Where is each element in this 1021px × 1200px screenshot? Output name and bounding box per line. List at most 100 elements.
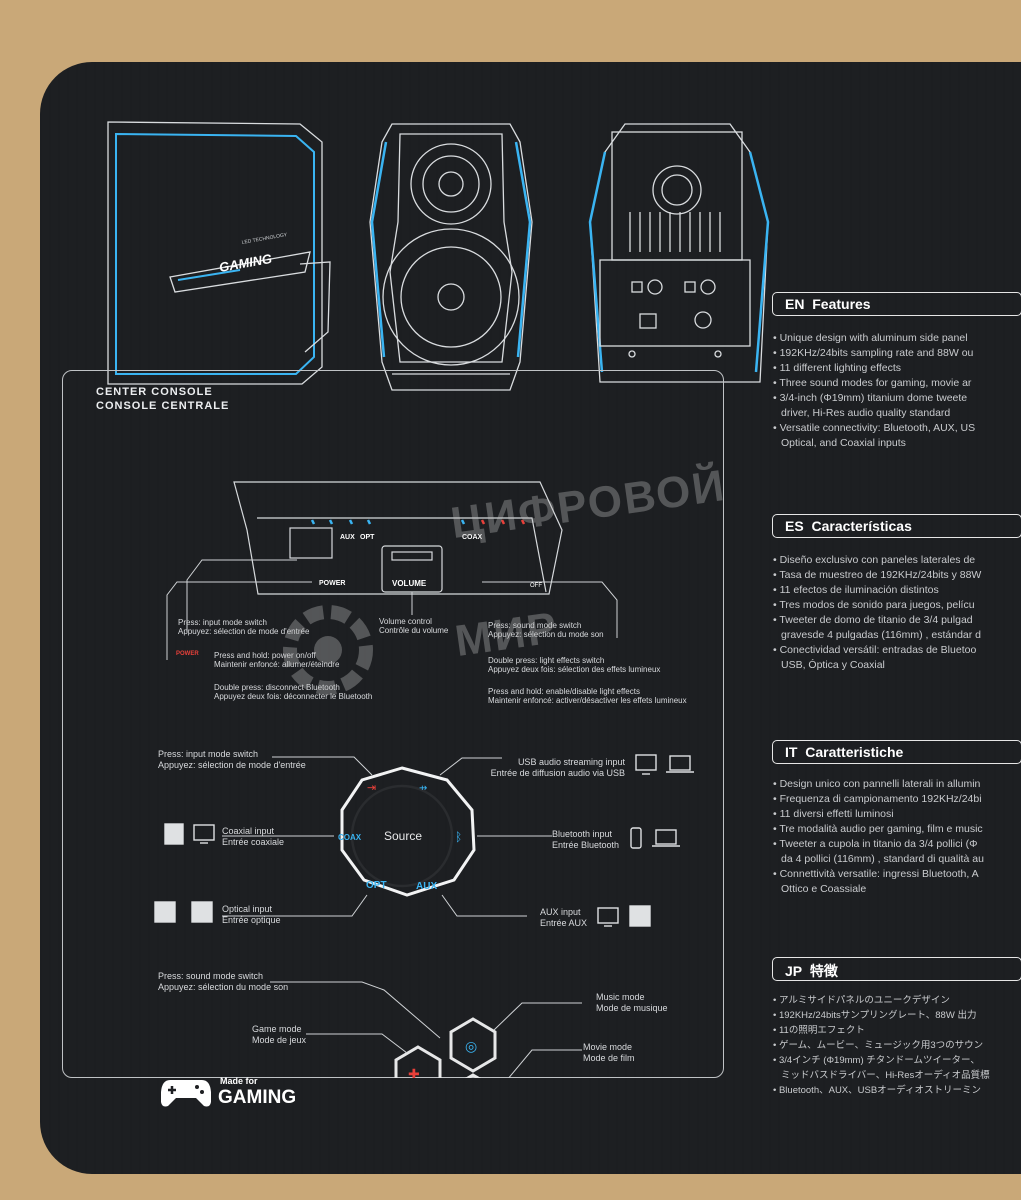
gear-watermark-icon [283, 605, 373, 695]
source-bluetooth-note: Bluetooth input Entrée Bluetooth [552, 829, 619, 851]
feature-item: • Conectividad versátil: entradas de Blu… [773, 644, 977, 656]
feature-item: • 11の照明エフェクト [773, 1025, 865, 1036]
note-volume-en: Volume control [379, 617, 432, 626]
note-sound-mode-en: Press: sound mode switch [488, 621, 582, 630]
note-power-en: Press and hold: power on/off [214, 651, 316, 660]
game-mode-icon: ✚ [408, 1067, 420, 1078]
source-aux-en: AUX input [540, 907, 581, 917]
source-usb-en: USB audio streaming input [517, 757, 625, 767]
mode-press-note: Press: sound mode switch Appuyez: sélect… [158, 971, 288, 993]
source-coaxial-fr: Entrée coaxiale [222, 837, 285, 847]
laptop-icon [655, 829, 677, 845]
console-aux-label: AUX [340, 534, 355, 541]
note-sound-mode-fr: Appuyez: sélection du mode son [488, 630, 604, 639]
console-box-icon [191, 901, 213, 923]
center-console-panel [62, 370, 724, 1078]
input-switch-icon: ⇥ [367, 781, 376, 794]
game-mode-en: Game mode [252, 1024, 302, 1034]
console-led-row [310, 519, 526, 525]
source-press-note: Press: input mode switch Appuyez: sélect… [158, 749, 306, 771]
feature-item: • 11 efectos de iluminación distintos [773, 584, 939, 596]
center-console-title-en: CENTER CONSOLE [96, 386, 213, 398]
speaker-side-view-icon [107, 121, 331, 385]
mode-press-fr: Appuyez: sélection du mode son [158, 982, 289, 992]
feature-item: • Three sound modes for gaming, movie ar [773, 377, 972, 389]
source-press-en: Press: input mode switch [158, 749, 259, 759]
movie-mode-fr: Mode de film [583, 1053, 635, 1063]
movie-mode-note: Movie mode Mode de film [583, 1042, 635, 1064]
note-light-toggle-en: Press and hold: enable/disable light eff… [488, 687, 640, 696]
features-it-heading: IT Caratteristiche [772, 740, 1021, 764]
source-opt-label: OPT [366, 880, 387, 891]
features-en-list: • Unique design with aluminum side panel… [773, 331, 1021, 451]
source-ring-icon [340, 766, 476, 897]
source-optical-en: Optical input [222, 904, 273, 914]
note-power-tag: POWER [176, 651, 199, 657]
tv-icon [193, 824, 215, 841]
feature-item: • 11 different lighting effects [773, 362, 902, 374]
monitor-icon [635, 754, 657, 771]
feature-item: • 192KHz/24bitsサンプリングレート、88W 出力 [773, 1010, 977, 1021]
note-sound-mode: Press: sound mode switch Appuyez: sélect… [488, 621, 604, 639]
speaker-brand-label: GAMING [218, 251, 273, 275]
console-volume-label: VOLUME [392, 579, 427, 588]
note-light-toggle-fr: Maintenir enfoncé: activer/désactiver le… [488, 696, 687, 705]
speaker-sub-label: LED TECHNOLOGY [241, 232, 288, 246]
game-mode-fr: Mode de jeux [252, 1035, 307, 1045]
music-mode-fr: Mode de musique [596, 1003, 668, 1013]
note-input-switch: Press: input mode switch Appuyez: sélect… [178, 618, 309, 636]
features-jp-title: 特徴 [809, 963, 838, 979]
gaming-label: GAMING [218, 1087, 297, 1108]
feature-item: ミッドバスドライバー、Hi-Resオーディオ品質標 [781, 1070, 990, 1081]
center-console-title: CENTER CONSOLE CONSOLE CENTRALE [96, 385, 229, 413]
feature-item: da 4 pollici (116mm) , standard di quali… [781, 853, 984, 865]
console-leader-lines [166, 559, 618, 660]
console-power-label: POWER [319, 580, 345, 587]
movie-mode-hex [464, 1073, 482, 1078]
speaker-back-view-icon [588, 123, 770, 383]
feature-item: • Tweeter a cupola in titanio da 3/4 pol… [773, 838, 978, 850]
source-press-fr: Appuyez: sélection de mode d'entrée [158, 760, 306, 770]
features-es-heading: ES Características [772, 514, 1021, 538]
source-bluetooth-en: Bluetooth input [552, 829, 613, 839]
feature-item: gravesde 4 pulgadas (116mm) , estándar d [781, 629, 982, 641]
movie-mode-en: Movie mode [583, 1042, 633, 1052]
note-volume: Volume control Contrôle du volume [379, 617, 448, 635]
features-es-list: • Diseño exclusivo con paneles laterales… [773, 553, 1021, 673]
feature-item: • Tasa de muestreo de 192KHz/24bits y 88… [773, 569, 982, 581]
source-optical-note: Optical input Entrée optique [222, 904, 281, 926]
feature-item: Ottico e Coassiale [781, 883, 867, 895]
features-jp-list: • アルミサイドパネルのユニークデザイン • 192KHz/24bitsサンプリ… [773, 993, 1021, 1098]
features-en-code: EN [785, 296, 805, 312]
feature-item: • Tres modos de sonido para juegos, pelí… [773, 599, 975, 611]
console-box-icon [154, 901, 176, 923]
music-mode-note: Music mode Mode de musique [596, 992, 668, 1014]
feature-item: • Frequenza di campionamento 192KHz/24bi [773, 793, 982, 805]
source-device-icons [154, 754, 694, 927]
made-for-label: Made for [220, 1076, 258, 1086]
source-usb-note: USB audio streaming input Entrée de diff… [488, 757, 625, 779]
source-coaxial-note: Coaxial input Entrée coaxiale [222, 826, 284, 848]
mode-press-en: Press: sound mode switch [158, 971, 264, 981]
laptop-icon [669, 755, 691, 771]
feature-item: • 3/4インチ (Φ19mm) チタンドームツイーター、 [773, 1055, 980, 1066]
feature-item: driver, Hi-Res audio quality standard [781, 407, 951, 419]
feature-item: • ゲーム、ムービー、ミュージック用3つのサウン [773, 1040, 984, 1051]
note-bt-disconnect: Double press: disconnect Bluetooth Appuy… [214, 683, 372, 701]
source-bluetooth-fr: Entrée Bluetooth [552, 840, 620, 850]
note-bt-disconnect-fr: Appuyez deux fois: déconnecter le Blueto… [214, 692, 373, 701]
note-light-switch: Double press: light effects switch Appuy… [488, 656, 660, 674]
feature-item: • 3/4-inch (Φ19mm) titanium dome tweete [773, 392, 968, 404]
mode-hexes [394, 1017, 497, 1078]
feature-item: • アルミサイドパネルのユニークデザイン [773, 995, 950, 1006]
features-it-title: Caratteristiche [805, 744, 904, 760]
feature-item: • Diseño exclusivo con paneles laterales… [773, 554, 976, 566]
features-en-heading: EN Features [772, 292, 1021, 316]
note-power: Press and hold: power on/off Maintenir e… [214, 651, 339, 669]
feature-item: • 192KHz/24bits sampling rate and 88W ou [773, 347, 974, 359]
usb-icon: ⇸ [419, 783, 427, 794]
feature-item: Optical, and Coaxial inputs [781, 437, 906, 449]
speaker-front-view-icon [369, 123, 533, 391]
note-power-fr: Maintenir enfoncé: allumer/éteindre [214, 660, 340, 669]
phone-icon [630, 827, 642, 849]
